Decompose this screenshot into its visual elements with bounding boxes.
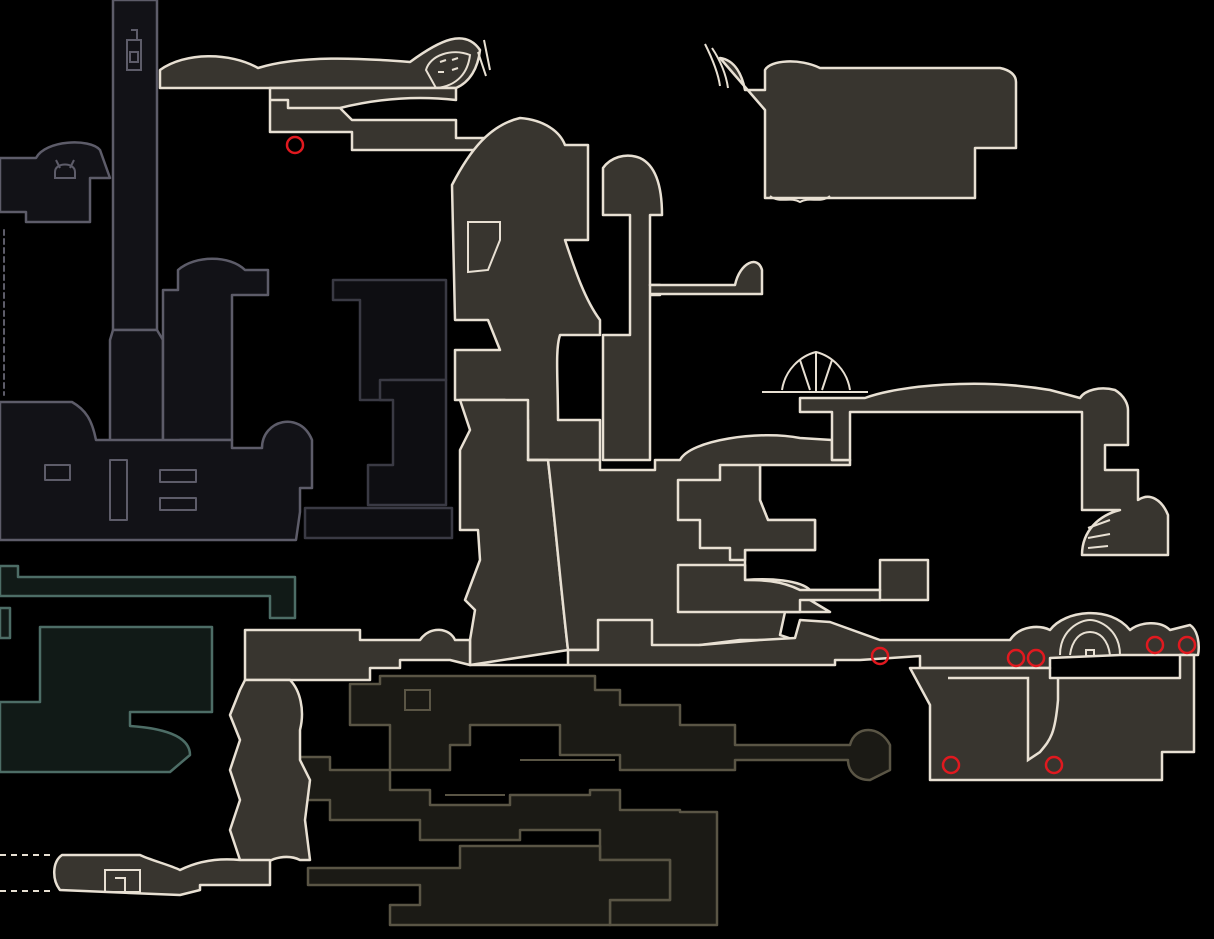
teal-main-chamber [0, 625, 214, 774]
southwest-shaft [228, 678, 312, 872]
cliff-waves-icon [704, 43, 831, 204]
dark-room-area [303, 278, 454, 540]
shrine-arch-icon [1059, 618, 1121, 657]
red-circle-marker-8[interactable] [1044, 755, 1064, 775]
red-circle-marker-4[interactable] [1026, 648, 1046, 668]
red-circle-marker-5[interactable] [1145, 635, 1165, 655]
dim-south-area [298, 674, 892, 927]
dark-room-shaft [366, 378, 448, 507]
red-circle-marker-7[interactable] [941, 755, 961, 775]
south-middle-maze [298, 755, 719, 927]
lower-mid-room [676, 563, 882, 614]
upper-right-cliff-room [718, 56, 1018, 200]
mushroom-chamber [676, 463, 817, 562]
red-circle-marker-3[interactable] [1006, 648, 1026, 668]
tail-inner-detail [104, 869, 141, 893]
central-pillar-tall [450, 116, 602, 462]
east-thin-pillar [601, 154, 664, 462]
west-tower-shaft [111, 0, 159, 332]
red-circle-marker-1[interactable] [285, 135, 305, 155]
west-upper-hall [161, 257, 270, 447]
south-long-corridor [243, 611, 1200, 682]
north-ledge-room [268, 86, 492, 152]
west-shrine-room [0, 141, 112, 224]
lion-face-icon [424, 39, 491, 90]
southeast-basin [908, 653, 1196, 782]
main-area [0, 37, 1200, 897]
dark-room-floor [303, 506, 454, 540]
southwest-tail [53, 853, 272, 897]
teal-left-nub [0, 606, 12, 640]
pins-layer [285, 135, 1197, 775]
central-pillar-window [467, 221, 501, 274]
south-lower-maze [306, 844, 672, 927]
dim-west-area [0, 0, 314, 542]
red-circle-marker-2[interactable] [870, 646, 890, 666]
west-lower-hall [0, 400, 314, 542]
umbrella-dome-icon [762, 350, 868, 393]
south-upper-maze [348, 674, 892, 782]
north-ridge-room [158, 37, 482, 90]
west-inner-block-1 [44, 459, 197, 521]
tail-dashed-edge [0, 854, 55, 892]
teal-upper-corridor [0, 564, 297, 620]
dome-bridge [798, 382, 1170, 557]
south-inner-walls [404, 689, 615, 796]
west-tower-base [108, 328, 165, 447]
southeast-basin-divider [948, 676, 1060, 763]
dim-teal-area [0, 564, 297, 774]
lantern-icon [126, 29, 142, 71]
east-arm-corridor [648, 260, 764, 296]
red-circle-marker-6[interactable] [1177, 635, 1197, 655]
shrine-bug-icon [54, 159, 76, 179]
shell-icon [1087, 519, 1111, 549]
